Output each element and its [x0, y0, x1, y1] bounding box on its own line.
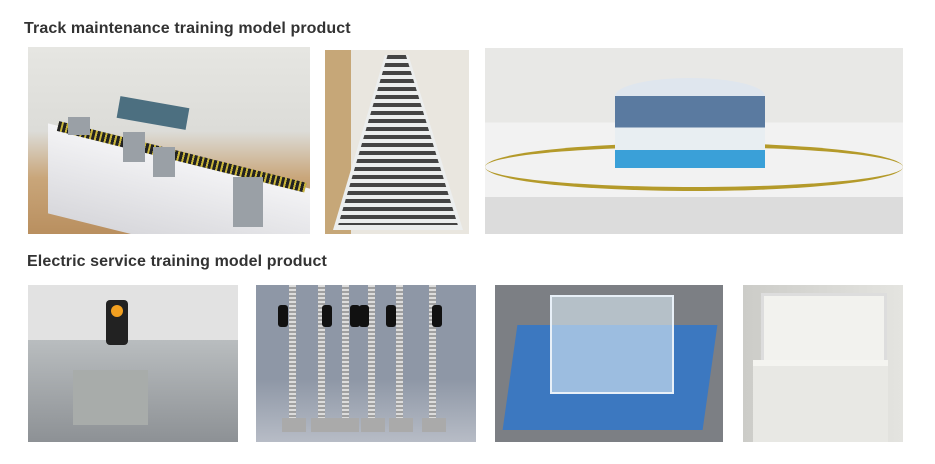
photo-control-console[interactable]	[743, 285, 903, 442]
photo-switch-machine-signal[interactable]	[28, 285, 238, 442]
section-heading-track-maintenance: Track maintenance training model product	[24, 20, 351, 37]
photo-bridge-model[interactable]	[28, 47, 310, 234]
photo-station-model[interactable]	[485, 48, 903, 234]
photo-signal-masts[interactable]	[256, 285, 476, 442]
photo-transparent-switch-machine[interactable]	[495, 285, 723, 442]
photo-turnout-model[interactable]	[325, 50, 469, 234]
section-heading-electric-service: Electric service training model product	[27, 253, 327, 270]
